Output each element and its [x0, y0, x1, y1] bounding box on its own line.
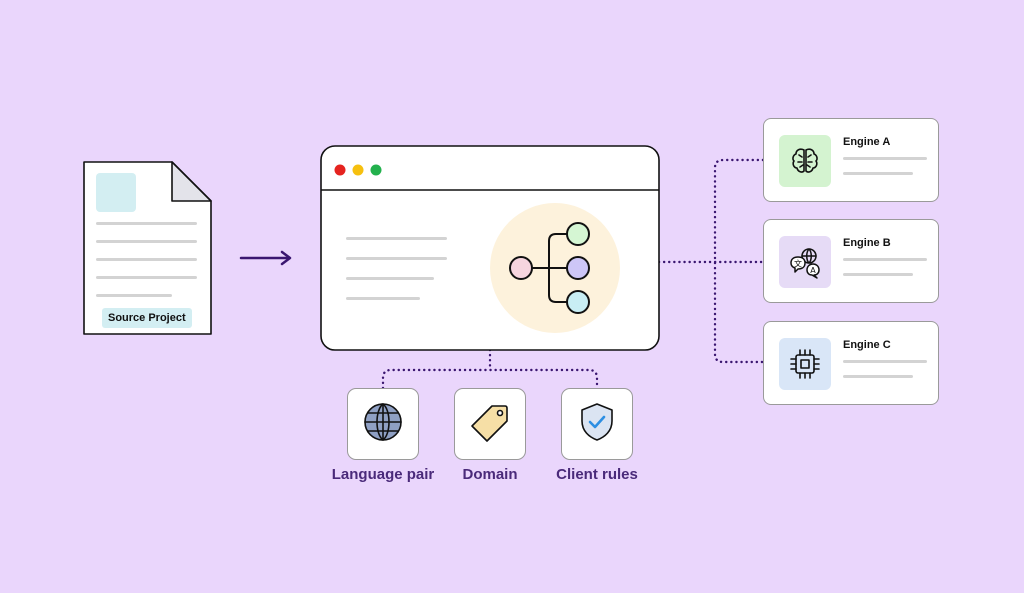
globe-icon	[361, 400, 405, 449]
source-project-label: Source Project	[102, 308, 192, 328]
document-thumbnail	[96, 173, 136, 212]
shield-check-icon	[575, 400, 619, 449]
window-close-dot	[334, 164, 346, 176]
source-document	[83, 161, 212, 335]
window-maximize-dot	[370, 164, 382, 176]
routing-tree-icon	[532, 233, 567, 303]
factor-client-rules[interactable]	[561, 388, 633, 460]
engine-card-c[interactable]: Engine C	[763, 321, 939, 405]
connector-lines	[381, 158, 765, 390]
tag-icon	[468, 400, 512, 449]
factor-label-client-rules: Client rules	[556, 466, 638, 483]
folded-corner	[171, 161, 212, 202]
translate-icon: 文 A	[779, 236, 831, 288]
router-window	[320, 145, 660, 351]
engine-title: Engine C	[843, 339, 891, 351]
factor-domain[interactable]	[454, 388, 526, 460]
svg-text:文: 文	[794, 259, 802, 269]
factor-label-language-pair: Language pair	[331, 466, 435, 483]
factor-language-pair[interactable]	[347, 388, 419, 460]
engine-card-b[interactable]: 文 A Engine B	[763, 219, 939, 303]
engine-title: Engine B	[843, 237, 891, 249]
brain-icon	[779, 135, 831, 187]
svg-text:A: A	[810, 266, 816, 275]
chip-icon	[779, 338, 831, 390]
flow-arrow	[239, 250, 292, 266]
factor-label-domain: Domain	[462, 466, 518, 483]
window-minimize-dot	[352, 164, 364, 176]
engine-card-a[interactable]: Engine A	[763, 118, 939, 202]
engine-title: Engine A	[843, 136, 891, 148]
